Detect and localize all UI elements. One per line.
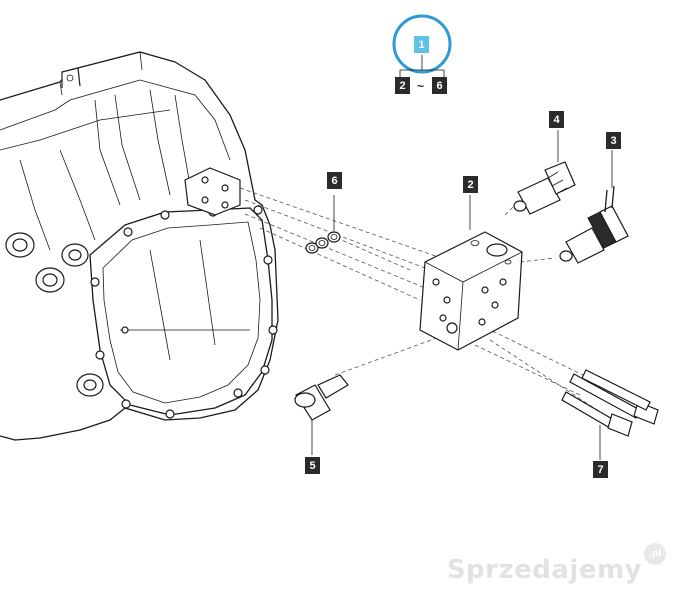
callout-1: 1 [414, 36, 429, 53]
watermark-logo: Sprzedajemy [446, 555, 642, 585]
callout-2: 2 [463, 176, 478, 193]
highlight-ring [392, 14, 452, 74]
valve-block [419, 195, 523, 351]
callout-5: 5 [305, 457, 320, 474]
callout-6: 6 [327, 172, 342, 189]
bolt-set [561, 369, 659, 460]
pressure-sensor [513, 130, 576, 215]
callout-7: 7 [593, 461, 608, 478]
solenoid-valve [559, 150, 629, 264]
watermark-badge: .pl [644, 543, 666, 565]
callout-4: 4 [549, 111, 564, 128]
range-separator: ~ [417, 79, 425, 93]
callout-3: 3 [606, 132, 621, 149]
callout-range-from: 2 [395, 77, 410, 94]
plug-valve [294, 374, 349, 455]
callout-range-to: 6 [432, 77, 447, 94]
gearbox-housing [0, 51, 279, 441]
o-ring-set [305, 195, 341, 254]
